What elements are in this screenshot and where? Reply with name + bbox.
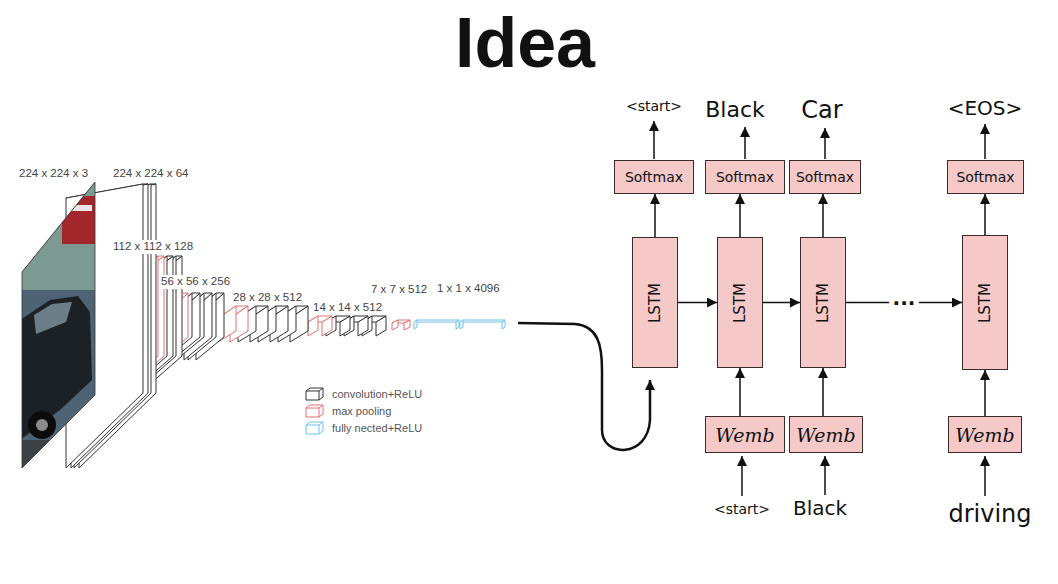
dimension-label: 56 x 56 x 256	[160, 275, 231, 289]
connector-arrow	[822, 368, 824, 416]
legend-cube	[305, 404, 325, 418]
connector-arrow	[984, 370, 986, 416]
embedding-box: Wemb	[789, 416, 862, 453]
softmax-box: Softmax	[614, 160, 694, 194]
input-token: Black	[792, 496, 848, 520]
connector-arrow	[822, 194, 824, 237]
softmax-box: Softmax	[947, 160, 1024, 194]
node-text: Wemb	[796, 424, 855, 446]
output-token: <EOS>	[947, 96, 1024, 120]
node-text: Wemb	[955, 424, 1014, 446]
dimension-label: 14 x 14 x 512	[312, 301, 383, 315]
lstm-cell: LSTM	[632, 237, 678, 368]
legend-text: convolution+ReLU	[332, 388, 422, 400]
connector-arrow	[763, 302, 800, 304]
node-text: LSTM	[814, 283, 832, 323]
input-token: driving	[947, 500, 1032, 529]
page-title: Idea	[455, 8, 595, 78]
node-text: Softmax	[716, 169, 774, 185]
conv-block-5	[308, 316, 386, 336]
dimension-label: 7 x 7 x 512	[370, 283, 428, 297]
softmax-box: Softmax	[789, 160, 861, 194]
token-arrows	[654, 121, 985, 496]
softmax-box: Softmax	[705, 160, 785, 194]
feature-link-curve	[518, 323, 650, 450]
fully-connected-layers	[414, 320, 505, 329]
connector-arrow	[654, 194, 656, 237]
lstm-cell: LSTM	[717, 237, 763, 368]
edge-label: ...	[889, 288, 920, 308]
input-token: <start>	[713, 501, 771, 518]
node-text: LSTM	[976, 283, 994, 323]
node-text: LSTM	[731, 283, 749, 323]
dimension-label: 224 x 224 x 3	[18, 167, 89, 181]
connector-arrow	[739, 368, 741, 416]
node-text: Softmax	[956, 169, 1014, 185]
pooling-layer	[392, 320, 410, 330]
input-image	[20, 178, 100, 475]
output-token: Black	[704, 97, 766, 123]
conv-block-4	[218, 306, 308, 342]
legend-entry: max pooling	[305, 404, 391, 418]
legend-entry: fully nected+ReLU	[305, 421, 422, 435]
dimension-label: 112 x 112 x 128	[112, 240, 194, 254]
dimension-label: 224 x 224 x 64	[112, 167, 189, 181]
node-text: Softmax	[625, 169, 683, 185]
connector-arrow	[739, 194, 741, 237]
output-token: <start>	[625, 98, 683, 115]
legend-cube	[305, 387, 325, 401]
node-text: Wemb	[715, 424, 774, 446]
lstm-cell: LSTM	[962, 235, 1008, 370]
embedding-box: Wemb	[948, 416, 1021, 453]
legend-text: max pooling	[332, 405, 391, 417]
node-text: LSTM	[646, 283, 664, 323]
output-token: Car	[800, 96, 843, 125]
legend-text: fully nected+ReLU	[332, 422, 422, 434]
connector-arrow	[984, 194, 986, 235]
lstm-cell: LSTM	[800, 237, 846, 368]
connector-arrow	[678, 302, 717, 304]
dimension-label: 1 x 1 x 4096	[436, 282, 501, 296]
legend-cube	[305, 421, 325, 435]
dimension-label: 28 x 28 x 512	[232, 291, 303, 305]
node-text: Softmax	[796, 169, 854, 185]
embedding-box: Wemb	[705, 416, 785, 453]
legend-entry: convolution+ReLU	[305, 387, 422, 401]
